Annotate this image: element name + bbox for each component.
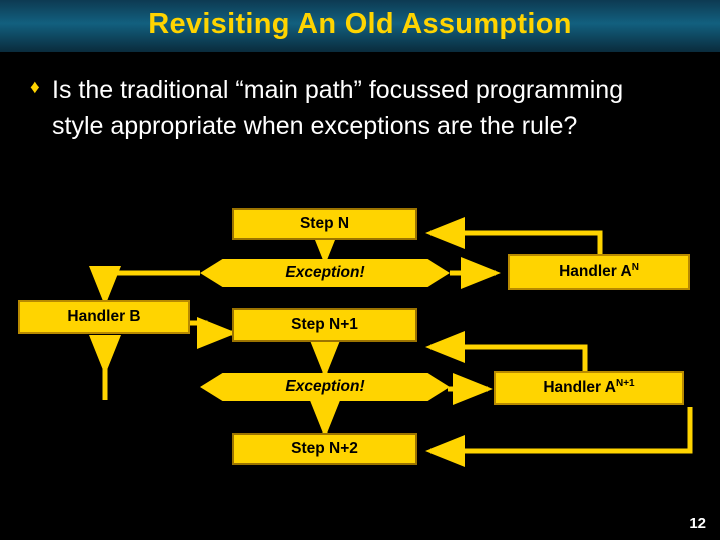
page-title: Revisiting An Old Assumption: [148, 8, 572, 40]
node-step-n-plus-2[interactable]: Step N+2: [232, 433, 417, 465]
node-label: Handler AN: [559, 262, 639, 281]
slide-title-bar: Revisiting An Old Assumption: [0, 0, 720, 52]
exception-band-shape: [200, 259, 450, 287]
node-exception-1[interactable]: Exception!: [200, 259, 450, 287]
node-handler-b[interactable]: Handler B: [18, 300, 190, 334]
node-label: Step N+1: [291, 316, 358, 333]
node-exception-2[interactable]: Exception!: [200, 373, 450, 401]
node-handler-a-n[interactable]: Handler AN: [508, 254, 690, 290]
node-handler-a-n-plus-1[interactable]: Handler AN+1: [494, 371, 684, 405]
bullet-text: Is the traditional “main path” focussed …: [52, 76, 624, 140]
node-label: Handler AN+1: [543, 378, 635, 397]
page-number: 12: [689, 515, 706, 532]
node-step-n[interactable]: Step N: [232, 208, 417, 240]
bullet-block: ♦ Is the traditional “main path” focusse…: [30, 72, 670, 144]
diagram-connectors: [89, 217, 693, 468]
bullet-marker-icon: ♦: [30, 77, 40, 98]
node-label: Exception!: [285, 378, 365, 395]
exception-band-shape: [200, 373, 450, 401]
node-label: Exception!: [285, 264, 365, 281]
node-step-n-plus-1[interactable]: Step N+1: [232, 308, 417, 342]
node-label: Handler B: [67, 308, 141, 325]
node-label: Step N+2: [291, 440, 358, 457]
node-label: Step N: [299, 215, 350, 232]
flow-diagram: Step N Exception! Handler AN Handler B S…: [0, 195, 720, 495]
